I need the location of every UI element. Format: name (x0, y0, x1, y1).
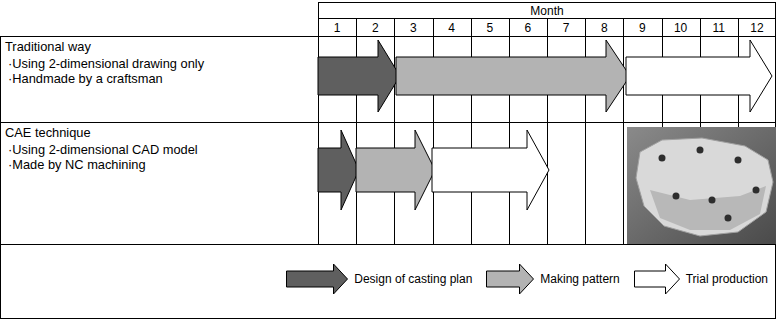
grid-line (0, 36, 776, 37)
header-cell: 5 (471, 19, 509, 36)
row-bullet: ·Made by NC machining (5, 157, 313, 172)
table-grid (0, 2, 776, 319)
header-cell: 12 (738, 19, 776, 36)
header-cell: 10 (662, 19, 700, 36)
row-bullet: ·Handmade by a craftsman (5, 71, 313, 86)
legend-swatch (486, 263, 534, 295)
grid-line (547, 18, 548, 245)
casting-hole (735, 157, 742, 164)
row-header: CAE technique ·Using 2-dimensional CAD mo… (1, 123, 317, 174)
header-cell: Month (319, 3, 775, 18)
photo-ground (627, 127, 776, 244)
legend-item: Trial production (634, 263, 768, 295)
legend-arrow (634, 264, 679, 294)
legend-label: Design of casting plan (354, 272, 472, 286)
month-number: 4 (448, 21, 455, 35)
schedule-arrow (432, 130, 549, 210)
casting-hole (709, 197, 716, 204)
casting-hole (697, 147, 704, 154)
header-cell: 11 (700, 19, 738, 36)
month-number: 12 (750, 21, 763, 35)
month-number: 11 (713, 21, 725, 35)
casting-hole (659, 155, 666, 162)
header-cell: 4 (433, 19, 471, 36)
casting-hole (673, 193, 680, 200)
grid-line (0, 122, 776, 123)
grid-line (318, 2, 319, 245)
grid-line (0, 36, 1, 319)
month-number: 2 (372, 21, 379, 35)
row-title: Traditional way (5, 39, 313, 54)
casting-hole (753, 187, 760, 194)
month-number: 5 (486, 21, 493, 35)
grid-line (0, 318, 776, 319)
schedule-arrow (318, 40, 400, 112)
grid-line (585, 18, 586, 245)
schedule-arrow (396, 40, 630, 112)
grid-line (0, 244, 776, 245)
casting-shade (650, 186, 766, 230)
legend-arrow (487, 264, 534, 294)
casting-photo (627, 127, 776, 244)
casting-hole (725, 215, 732, 222)
legend-swatch (286, 263, 348, 295)
grid-line (394, 18, 395, 245)
grid-line (509, 18, 510, 245)
grid-line (471, 18, 472, 245)
row-title: CAE technique (5, 125, 313, 140)
schedule-arrow (318, 130, 359, 210)
header-cell: 2 (356, 19, 394, 36)
month-number: 9 (639, 21, 646, 35)
row-bullet: ·Using 2-dimensional CAD model (5, 142, 313, 157)
row-bullet: ·Using 2-dimensional drawing only (5, 56, 313, 71)
legend-arrow (287, 264, 348, 294)
month-number: 6 (525, 21, 532, 35)
legend-item: Making pattern (486, 263, 619, 295)
casting-body (636, 138, 773, 236)
grid-line (356, 18, 357, 245)
month-number: 1 (334, 21, 341, 35)
grid-line (623, 18, 624, 245)
month-number: 10 (674, 21, 687, 35)
row-header: Traditional way ·Using 2-dimensional draw… (1, 37, 317, 88)
header-cell: 7 (547, 19, 585, 36)
legend-label: Making pattern (540, 272, 619, 286)
schedule-arrow (626, 40, 772, 112)
legend-label: Trial production (686, 272, 768, 286)
grid-line (433, 18, 434, 245)
header-cell: 3 (394, 19, 432, 36)
legend-item: Design of casting plan (286, 263, 472, 295)
legend-swatch (634, 263, 680, 295)
month-heading: Month (530, 4, 563, 18)
header-cell: 8 (585, 19, 623, 36)
month-number: 7 (563, 21, 570, 35)
header-cell: 9 (623, 19, 661, 36)
month-number: 8 (601, 21, 608, 35)
header-cell: 1 (318, 19, 356, 36)
header-cell: 6 (509, 19, 547, 36)
grid-line (318, 2, 776, 3)
schedule-arrow (356, 130, 435, 210)
month-number: 3 (410, 21, 417, 35)
